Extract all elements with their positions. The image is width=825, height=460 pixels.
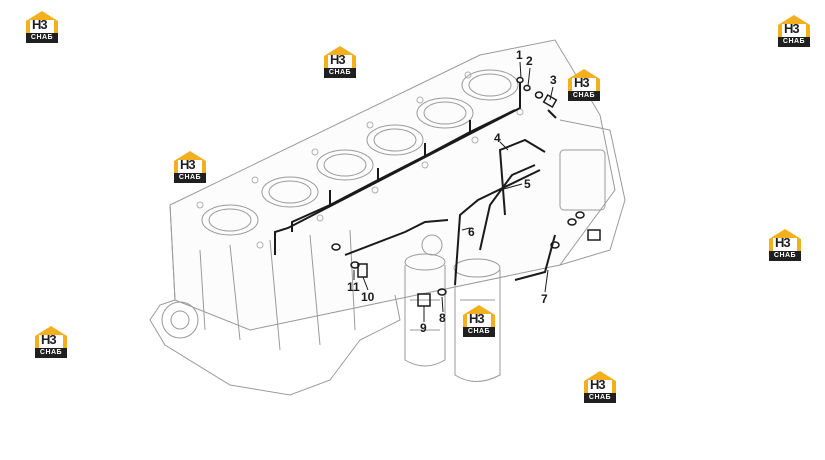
logo-house-icon (463, 305, 495, 328)
leader-2 (527, 67, 531, 87)
callout-3: 3 (550, 73, 557, 87)
callout-labels: 1 2 3 4 5 6 7 8 9 10 11 (347, 48, 557, 335)
brand-logo-watermark: H3 СНАБ (322, 45, 358, 79)
logo-house-icon (584, 371, 616, 394)
leader-3 (549, 86, 554, 101)
callout-4: 4 (494, 131, 501, 145)
callout-7: 7 (541, 292, 548, 306)
callout-5: 5 (524, 177, 531, 191)
logo-house-icon (769, 229, 801, 252)
logo-mark: H3 (41, 332, 57, 347)
logo-plate: СНАБ (568, 91, 600, 101)
brand-logo-watermark: H3 СНАБ (33, 325, 69, 359)
brand-logo-watermark: H3 СНАБ (172, 150, 208, 184)
logo-plate: СНАБ (324, 68, 356, 78)
callout-11: 11 (347, 280, 360, 294)
brand-logo-watermark: H3 СНАБ (776, 14, 812, 48)
logo-house-icon (778, 15, 810, 38)
logo-house-icon (26, 11, 58, 34)
logo-mark: H3 (775, 235, 791, 250)
leader-6 (461, 227, 471, 231)
leader-5 (499, 183, 523, 191)
logo-mark: H3 (590, 377, 606, 392)
brand-logo-watermark: H3 СНАБ (24, 10, 60, 44)
callout-1: 1 (516, 48, 523, 62)
leader-7 (544, 269, 549, 293)
logo-mark: H3 (574, 75, 590, 90)
logo-plate: СНАБ (26, 33, 58, 43)
logo-mark: H3 (469, 311, 485, 326)
logo-plate: СНАБ (584, 393, 616, 403)
logo-mark: H3 (180, 157, 196, 172)
logo-mark: H3 (32, 17, 48, 32)
brand-logo-watermark: H3 СНАБ (582, 370, 618, 404)
logo-mark: H3 (330, 52, 346, 67)
callout-9: 9 (420, 321, 427, 335)
callout-6: 6 (468, 225, 475, 239)
brand-logo-watermark: H3 СНАБ (461, 304, 497, 338)
leader-10 (362, 276, 369, 291)
engine-block (149, 39, 626, 396)
logo-mark: H3 (784, 21, 800, 36)
logo-plate: СНАБ (463, 327, 495, 337)
leader-1 (519, 61, 522, 79)
logo-house-icon (568, 69, 600, 92)
callout-2: 2 (526, 54, 533, 68)
logo-plate: СНАБ (769, 251, 801, 261)
brand-logo-watermark: H3 СНАБ (767, 228, 803, 262)
logo-house-icon (174, 151, 206, 174)
logo-plate: СНАБ (174, 173, 206, 183)
leader-8 (441, 296, 444, 313)
brand-logo-watermark: H3 СНАБ (566, 68, 602, 102)
callout-leaders (353, 61, 554, 322)
callout-8: 8 (439, 311, 446, 325)
logo-plate: СНАБ (778, 37, 810, 47)
leader-4 (499, 141, 509, 151)
logo-house-icon (35, 326, 67, 349)
callout-10: 10 (361, 290, 375, 304)
logo-house-icon (324, 46, 356, 69)
logo-plate: СНАБ (35, 348, 67, 358)
